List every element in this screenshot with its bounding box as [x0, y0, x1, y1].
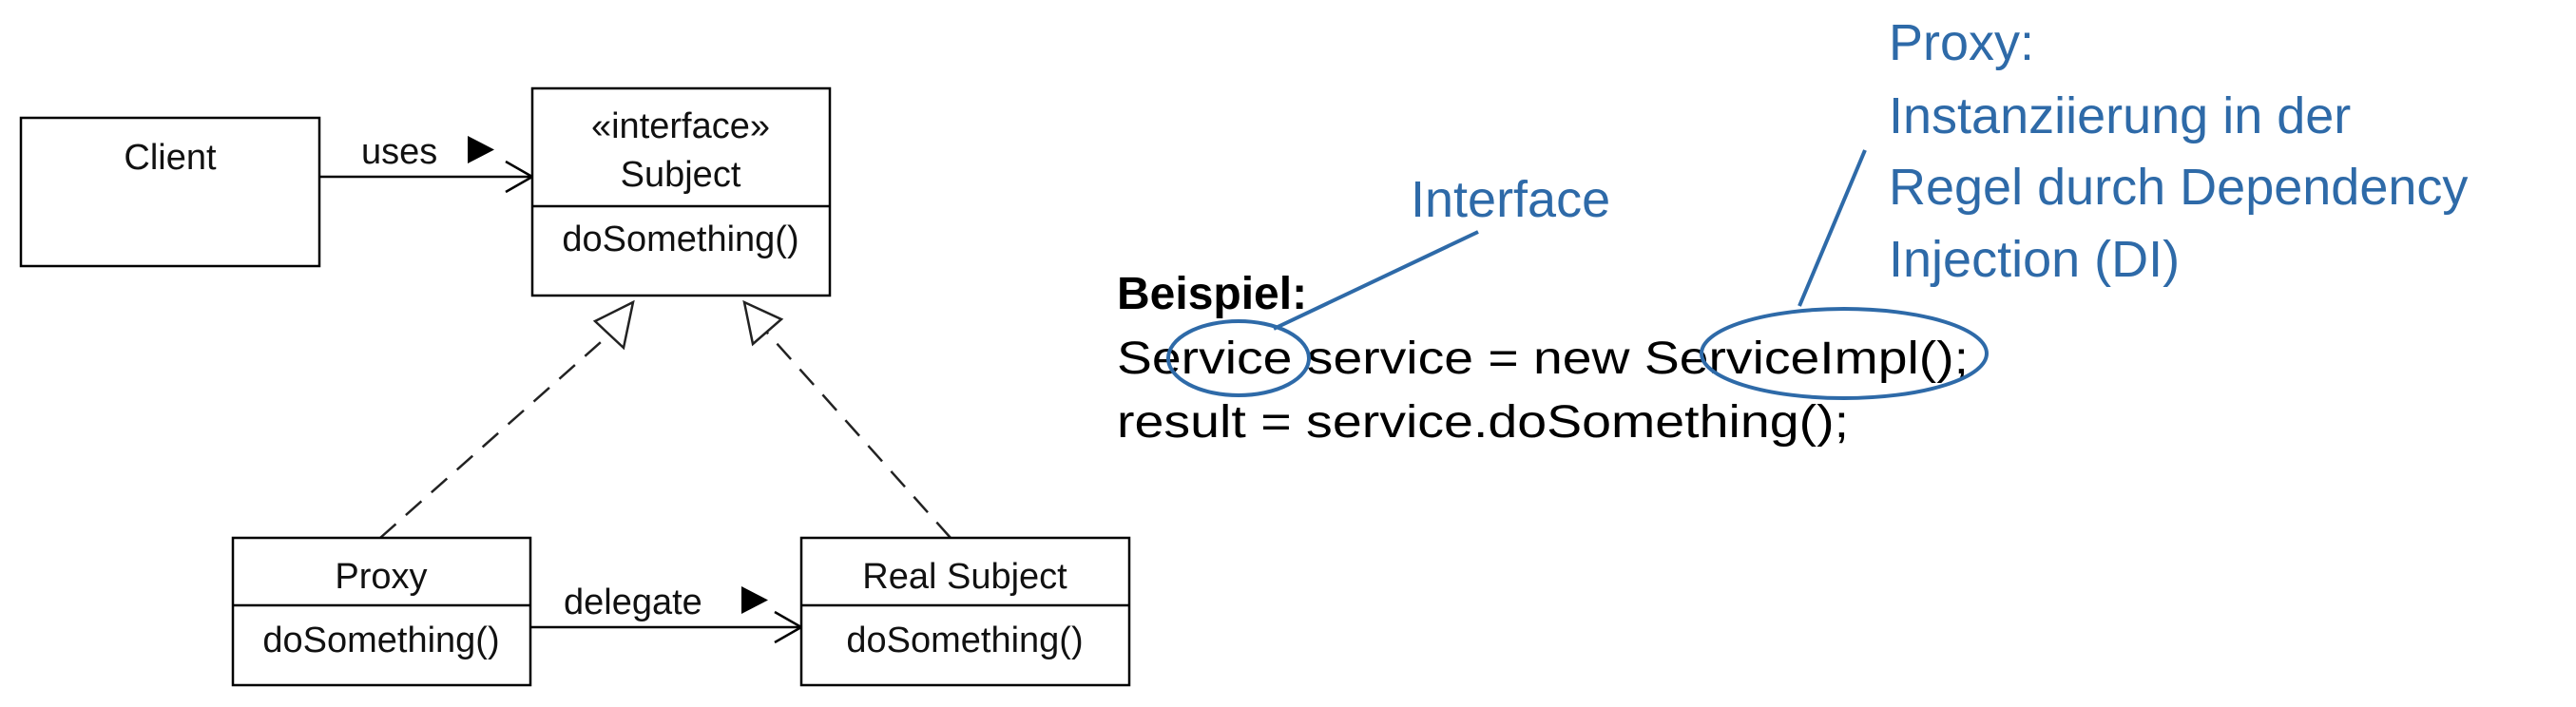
real-subject-method: doSomething() [846, 621, 1083, 660]
proxy-note-line-3: Regel durch Dependency [1889, 159, 2468, 216]
uses-association: uses [319, 132, 535, 194]
proxy-annotation: Proxy: Instanziierung in der Regel durch… [1700, 14, 2468, 400]
proxy-class-name: Proxy [335, 557, 427, 597]
client-class-name: Client [124, 138, 217, 178]
interface-pointer-line [1273, 230, 1479, 331]
delegate-label: delegate [564, 583, 702, 622]
example-line-2: result = service.doSomething(); [1117, 397, 1849, 448]
subject-stereotype: «interface» [591, 106, 770, 146]
real-subject-class-name: Real Subject [862, 557, 1067, 597]
example-impl-token: ServiceImpl(); [1644, 334, 1969, 384]
proxy-note-line-2: Instanziierung in der [1889, 87, 2351, 144]
proxy-method: doSomething() [262, 621, 499, 660]
proxy-realization [379, 299, 635, 539]
proxy-note-line-4: Injection (DI) [1889, 231, 2180, 288]
delegate-association: delegate [530, 583, 804, 644]
uses-direction-icon [468, 136, 494, 163]
uses-label: uses [361, 132, 437, 172]
impl-highlight-ellipse [1700, 307, 1989, 400]
delegate-direction-icon [741, 586, 768, 614]
client-class: Client [19, 116, 321, 268]
proxy-note-pointer-line [1797, 149, 1867, 307]
example-line-1: Service service = new ServiceImpl(); [1117, 334, 1969, 384]
example-middle-token: service = new [1292, 334, 1644, 384]
real-subject-class: Real Subject doSomething() [799, 536, 1131, 687]
code-example: Beispiel: Service service = new ServiceI… [1117, 269, 1969, 448]
real-subject-realization [742, 299, 952, 539]
example-heading: Beispiel: [1117, 269, 1307, 319]
subject-interface: «interface» Subject doSomething() [530, 86, 832, 297]
proxy-class: Proxy doSomething() [231, 536, 532, 687]
subject-class-name: Subject [621, 155, 741, 195]
interface-label: Interface [1411, 171, 1610, 228]
interface-annotation: Interface [1166, 171, 1610, 397]
subject-method: doSomething() [562, 220, 798, 259]
example-type-token: Service [1117, 334, 1292, 384]
interface-highlight-ellipse [1166, 319, 1311, 397]
proxy-note-line-1: Proxy: [1889, 14, 2034, 71]
